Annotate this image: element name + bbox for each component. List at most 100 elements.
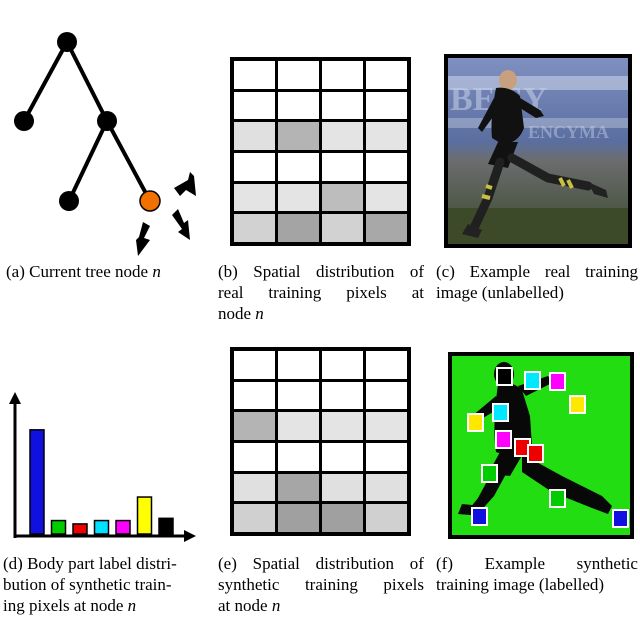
caption-line: node n xyxy=(218,304,264,323)
tree-edge xyxy=(105,120,152,202)
synthetic-grid-cell xyxy=(278,442,319,471)
real-grid-cell xyxy=(322,61,363,89)
synthetic-grid-cell xyxy=(278,504,319,532)
y-axis-arrowhead xyxy=(9,392,21,404)
synthetic-grid-cell xyxy=(322,351,363,379)
synthetic-grid-cell xyxy=(366,412,407,440)
synthetic-grid-cell xyxy=(366,442,407,471)
synthetic-grid-cell xyxy=(366,381,407,410)
caption-line: image (unlabelled) xyxy=(436,283,564,302)
real-grid-cell xyxy=(234,152,275,181)
histogram-bar xyxy=(158,517,174,535)
real-grid-cell xyxy=(234,91,275,120)
body-part-label-marker xyxy=(496,367,513,386)
synthetic-grid-cell xyxy=(234,442,275,471)
body-part-label-marker xyxy=(492,403,509,422)
synthetic-grid-cell xyxy=(366,473,407,502)
synthetic-grid-cell xyxy=(234,504,275,532)
real-grid-cell xyxy=(278,152,319,181)
tree-leaf-node xyxy=(59,191,79,211)
synthetic-grid-cell xyxy=(234,351,275,379)
synthetic-grid-cell xyxy=(322,442,363,471)
real-grid-cell xyxy=(322,214,363,242)
tree-edge xyxy=(22,41,69,122)
synthetic-grid-cell xyxy=(278,351,319,379)
real-grid-cell xyxy=(234,122,275,150)
synthetic-grid-cell xyxy=(366,351,407,379)
tree-root-node xyxy=(57,32,77,52)
tree-edge xyxy=(65,41,109,122)
real-grid-cell xyxy=(234,214,275,242)
synthetic-training-image xyxy=(448,352,634,539)
synthetic-grid-cell xyxy=(322,381,363,410)
histogram-bar xyxy=(93,519,110,535)
arrow-down-left xyxy=(136,222,150,256)
real-grid-cell xyxy=(366,183,407,212)
real-grid-cell xyxy=(366,61,407,89)
caption-line: bution of synthetic train- xyxy=(3,575,172,594)
caption-line: (d) Body part label distri- xyxy=(3,554,177,573)
real-grid-cell xyxy=(278,214,319,242)
caption-a: (a) Current tree node n xyxy=(6,262,161,281)
real-grid-cell xyxy=(278,61,319,89)
body-part-label-marker xyxy=(569,395,586,414)
arrow-down-right xyxy=(172,209,190,240)
real-grid-cell xyxy=(322,183,363,212)
real-grid-cell xyxy=(278,122,319,150)
caption-line: at node n xyxy=(218,596,281,615)
synthetic-grid-cell xyxy=(322,473,363,502)
synthetic-grid-cell xyxy=(366,504,407,532)
tree-edge xyxy=(67,120,109,202)
label-histogram xyxy=(9,392,196,542)
synthetic-grid-cell xyxy=(234,381,275,410)
body-part-label-marker xyxy=(612,509,629,528)
synthetic-grid-cell xyxy=(278,381,319,410)
histogram-bar xyxy=(50,519,67,535)
arrow-up-right xyxy=(174,172,196,196)
real-grid-cell xyxy=(322,91,363,120)
body-part-label-marker xyxy=(471,507,488,526)
synthetic-grid-cell xyxy=(322,412,363,440)
current-tree-node xyxy=(139,190,161,212)
caption-d: (d) Body part label distri-bution of syn… xyxy=(3,553,207,616)
body-part-label-marker xyxy=(549,489,566,508)
real-grid-cell xyxy=(322,122,363,150)
x-axis-arrowhead xyxy=(184,530,196,542)
body-part-label-marker xyxy=(495,430,512,449)
svg-text:ENCYMA: ENCYMA xyxy=(528,122,609,142)
real-grid-cell xyxy=(366,122,407,150)
synthetic-grid-cell xyxy=(322,504,363,532)
spatial-grid-synthetic xyxy=(230,347,411,536)
body-part-label-marker xyxy=(549,372,566,391)
synthetic-grid-cell xyxy=(234,473,275,502)
synthetic-grid-cell xyxy=(278,412,319,440)
real-grid-cell xyxy=(322,152,363,181)
real-grid-cell xyxy=(366,214,407,242)
histogram-bar xyxy=(29,429,45,535)
real-grid-cell xyxy=(366,91,407,120)
real-grid-cell xyxy=(278,183,319,212)
histogram-bar xyxy=(136,496,153,535)
synthetic-grid-cell xyxy=(278,473,319,502)
real-grid-cell xyxy=(278,91,319,120)
body-part-label-marker xyxy=(527,444,544,463)
real-grid-cell xyxy=(234,183,275,212)
body-part-label-marker xyxy=(524,371,541,390)
real-training-image: BE SY ENCYMA xyxy=(444,54,632,248)
real-grid-cell xyxy=(234,61,275,89)
real-grid-cell xyxy=(366,152,407,181)
tree-diagram xyxy=(14,32,196,256)
spatial-grid-real xyxy=(230,57,411,246)
tree-internal-node xyxy=(97,111,117,131)
histogram-bar xyxy=(115,519,131,535)
body-part-label-marker xyxy=(467,413,484,432)
